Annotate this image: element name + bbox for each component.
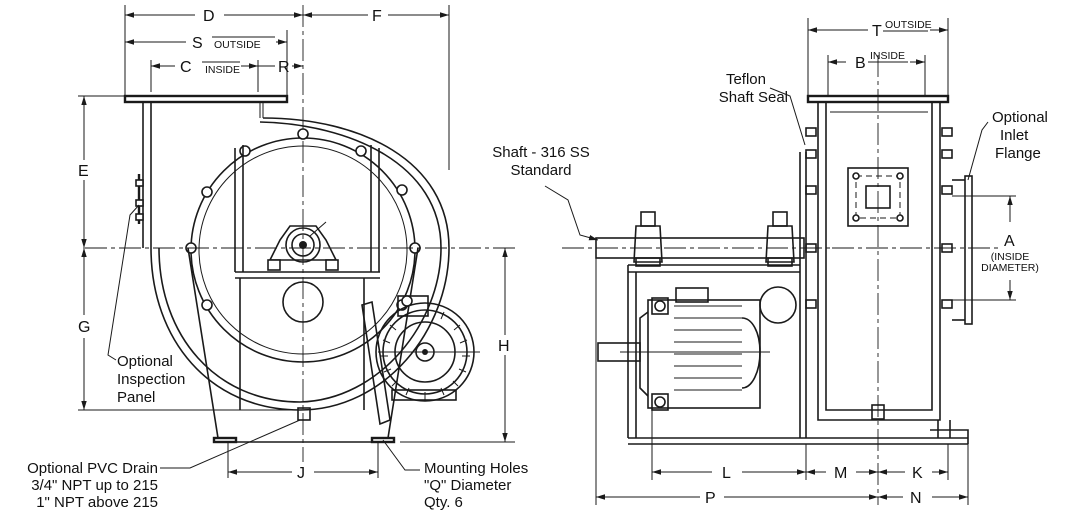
shaft-leader [544,185,599,241]
dim-A: A [1004,233,1015,250]
inspection-panel-label-2: Inspection [117,371,185,388]
dim-D: D [203,8,215,25]
shaft-label-1: Shaft - 316 SS [492,144,590,161]
drain-label-2: 3/4" NPT up to 215 [31,477,158,494]
dim-F: F [372,8,382,25]
dim-M: M [834,465,847,482]
drain-label-1: Optional PVC Drain [27,460,158,477]
inlet-flange-label-3: Flange [995,145,1041,162]
dim-L: L [722,465,731,482]
shaft-seal-leader [769,87,806,146]
dim-T: T [872,23,882,40]
inlet-flange-leader [967,121,989,181]
dim-E: E [78,163,89,180]
dim-G: G [78,319,90,336]
drain-leader [160,419,301,469]
shaft-seal-label-1: Teflon [726,71,766,88]
inlet-flange-label-2: Inlet [1000,127,1029,144]
inspection-panel-label-1: Optional [117,353,173,370]
dim-B-note: INSIDE [870,50,905,62]
mounting-holes-label-1: Mounting Holes [424,460,528,477]
mounting-holes-label-3: Qty. 6 [424,494,463,511]
inspection-panel-label-3: Panel [117,389,155,406]
dim-R: R [278,59,290,76]
dim-C: C [180,59,192,76]
dim-N: N [910,490,922,507]
dim-S: S [192,35,203,52]
inlet-flange-label-1: Optional [992,109,1048,126]
dim-T-note: OUTSIDE [885,19,932,31]
shaft-seal-label-2: Shaft Seal [719,89,788,106]
front-view [78,5,515,478]
dim-A-note-2: DIAMETER) [981,262,1039,274]
drain-label-3: 1" NPT above 215 [36,494,158,511]
inspection-panel-leader [107,204,140,361]
dim-B: B [855,55,866,72]
dim-J: J [297,465,305,482]
shaft-label-2: Standard [511,162,572,179]
dim-K: K [912,465,923,482]
side-housing-bolts [805,127,953,309]
side-pillow-blocks [633,211,795,267]
pillow-block-bearing [267,221,339,271]
mounting-holes-leader [382,439,420,471]
side-view [544,18,1016,505]
dim-C-note: INSIDE [205,64,240,76]
mounting-holes-label-2: "Q" Diameter [424,477,511,494]
side-motor [597,287,770,411]
dim-H: H [498,338,510,355]
dim-P: P [705,490,716,507]
dim-S-note: OUTSIDE [214,39,261,51]
dim-A-note-1: (INSIDE [991,251,1030,263]
front-motor [375,295,480,402]
